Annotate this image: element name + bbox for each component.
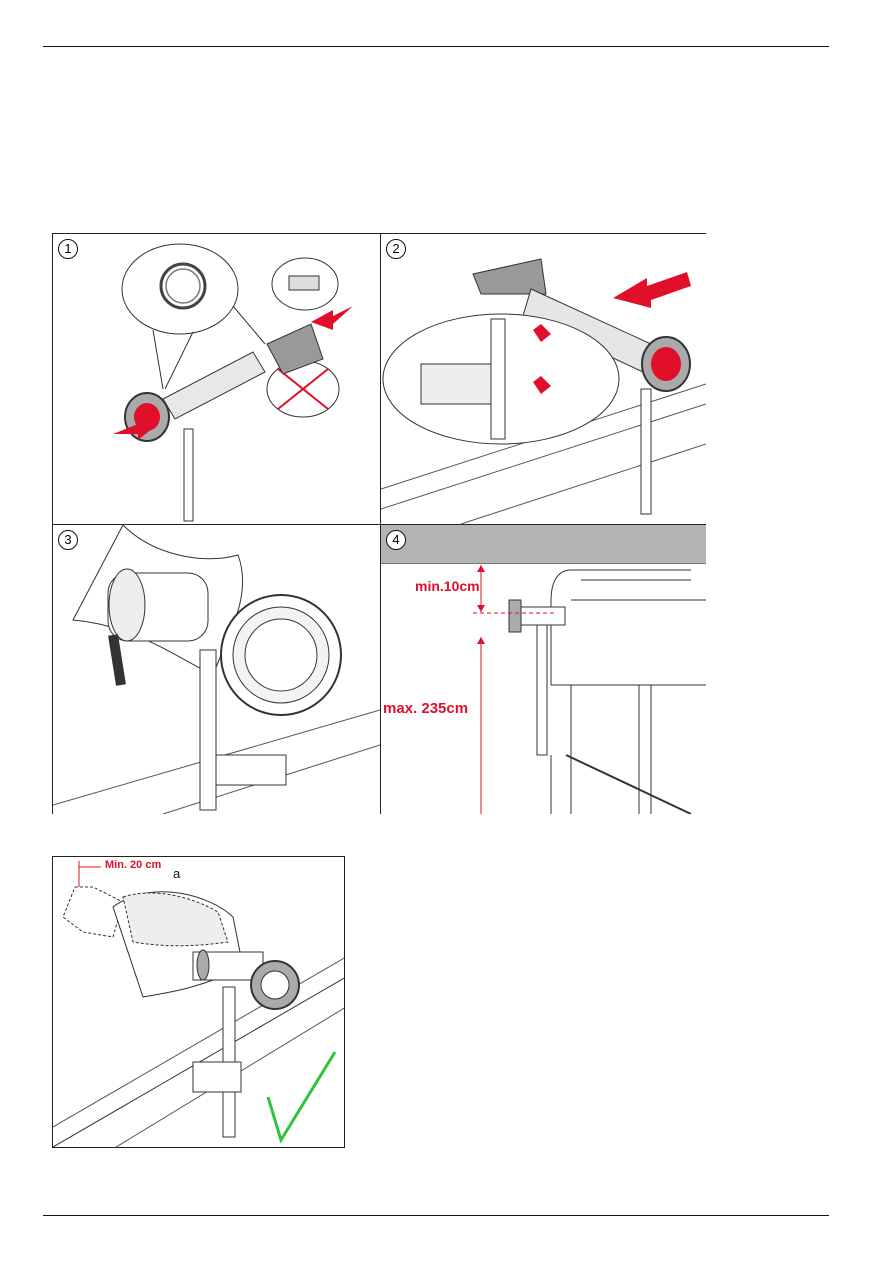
panel-1-number: 1 (58, 239, 78, 259)
installation-figure-grid: 1 2 (52, 233, 706, 814)
spacing-illustration (53, 857, 345, 1148)
grid-horizontal-divider (53, 524, 705, 525)
panel-4: 4 min.10cm max. 235cm (381, 525, 706, 814)
callout-a-label: a (173, 866, 180, 881)
panel-4-illustration (381, 525, 706, 814)
top-rule (43, 46, 829, 47)
panel-4-number: 4 (386, 530, 406, 550)
panel-3: 3 (53, 525, 380, 814)
max-235cm-label: max. 235cm (383, 700, 468, 717)
panel-3-illustration (53, 525, 380, 814)
min-20cm-label: Min. 20 cm (105, 859, 161, 871)
panel-2-number: 2 (386, 239, 406, 259)
spacing-figure: Min. 20 cm a (52, 856, 345, 1148)
bottom-rule (43, 1215, 829, 1216)
panel-1: 1 (53, 234, 380, 524)
panel-1-illustration (53, 234, 380, 524)
panel-2: 2 (381, 234, 706, 524)
min-10cm-label: min.10cm (415, 578, 480, 594)
panel-3-number: 3 (58, 530, 78, 550)
check-mark-icon (268, 1052, 335, 1140)
panel-2-illustration (381, 234, 706, 524)
